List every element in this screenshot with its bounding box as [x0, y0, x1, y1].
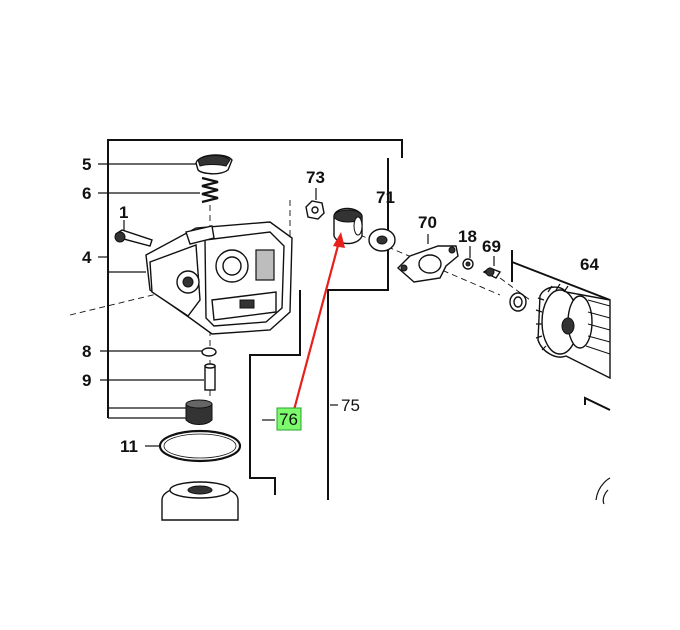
bearing-sleeve: [108, 399, 213, 425]
armature-part-64: [535, 283, 611, 380]
label-71: 71: [376, 188, 395, 207]
highlight-box-76: [276, 407, 302, 431]
label-18: 18: [458, 227, 477, 246]
small-washer-part-18: [462, 246, 474, 270]
pin-part-9: [100, 363, 216, 391]
callout-arrow: [292, 232, 345, 411]
label-75: 75: [341, 396, 360, 415]
o-ring-part-11: [145, 429, 242, 463]
label-64: 64: [580, 255, 599, 274]
rotor-ring: [509, 292, 527, 312]
label-69: 69: [482, 237, 501, 256]
spring-part-6: [98, 176, 219, 204]
label-11: 11: [120, 437, 138, 456]
label-1: 1: [119, 203, 128, 222]
label-73: 73: [306, 168, 325, 187]
label-5: 5: [82, 155, 91, 174]
screw-part-1: [114, 220, 153, 247]
label-6: 6: [82, 184, 91, 203]
label-4: 4: [82, 248, 92, 267]
flange-plate-part-70: [396, 234, 459, 283]
gear-housing-part-4: [98, 221, 293, 335]
left-group-bracket: [107, 139, 403, 419]
label-8: 8: [82, 342, 91, 361]
label-76: 76: [279, 410, 298, 429]
nut-part-73: [305, 188, 325, 220]
ring-part-8: [100, 347, 217, 357]
screw-part-69: [482, 256, 502, 279]
partial-housing-bottom-right: [595, 477, 611, 505]
washer-part-71: [368, 208, 396, 252]
label-9: 9: [82, 371, 91, 390]
label-70: 70: [418, 213, 437, 232]
bracket-64: [511, 250, 611, 411]
knob-part-5: [98, 154, 233, 175]
lower-flange: [161, 481, 239, 521]
